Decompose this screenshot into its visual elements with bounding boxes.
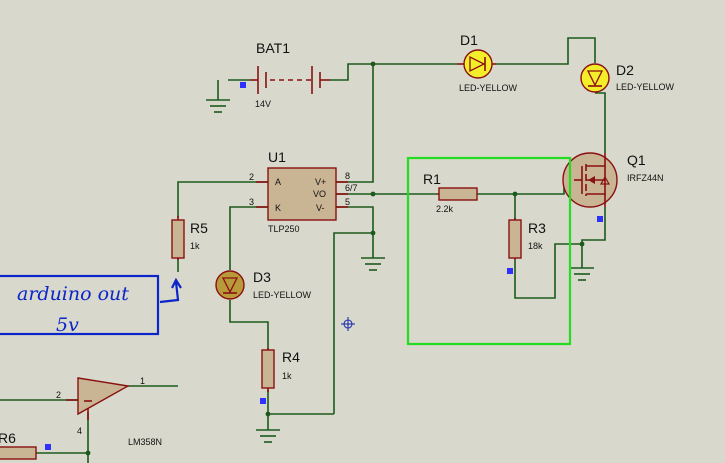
- u1-pin-vplus: V+: [315, 177, 326, 187]
- marker-square: [507, 268, 513, 274]
- d1-ref: D1: [460, 32, 478, 48]
- r6-ref: R6: [0, 430, 16, 446]
- d3-value: LED-YELLOW: [253, 290, 312, 300]
- ground-symbol: [361, 257, 385, 271]
- u1-pin-vminus: V-: [316, 203, 325, 213]
- resistor-r3[interactable]: [508, 218, 522, 260]
- r4-value: 1k: [282, 371, 292, 381]
- resistor-r1[interactable]: [437, 187, 478, 201]
- u1-pin-number-3: 3: [249, 197, 254, 207]
- led-d3[interactable]: [215, 270, 245, 300]
- resistor-r4[interactable]: [261, 348, 275, 392]
- resistor-r6[interactable]: [0, 446, 37, 460]
- annotation-line2: 5v: [56, 314, 79, 336]
- r4-ref: R4: [282, 349, 300, 365]
- mosfet-q1[interactable]: [562, 152, 618, 208]
- optocoupler-u1[interactable]: [256, 167, 348, 221]
- u2-pin-number-4: 4: [77, 426, 82, 436]
- u1-pin-k: K: [275, 203, 281, 213]
- u1-pin-number-5: 5: [345, 197, 350, 207]
- u1-pin-number-8: 8: [345, 171, 350, 181]
- u1-pin-vo: VO: [313, 189, 326, 199]
- d1-value: LED-YELLOW: [459, 83, 518, 93]
- r3-value: 18k: [528, 241, 543, 251]
- r1-value: 2.2k: [436, 204, 454, 214]
- u1-ref: U1: [268, 149, 286, 165]
- u2-value: LM358N: [128, 437, 162, 447]
- crosshair-icon: [341, 317, 355, 331]
- arduino-annotation: [0, 274, 182, 336]
- u2-pin-number-2: 2: [56, 390, 61, 400]
- r1-ref: R1: [423, 171, 441, 187]
- led-d1[interactable]: [457, 49, 496, 79]
- ground-symbol: [570, 267, 594, 281]
- d2-ref: D2: [616, 62, 634, 78]
- marker-square: [45, 444, 51, 450]
- u1-pin-number-2: 2: [249, 172, 254, 182]
- d2-value: LED-YELLOW: [616, 82, 675, 92]
- r5-value: 1k: [190, 241, 200, 251]
- u1-pin-a: A: [275, 177, 281, 187]
- junction-dots: [85, 61, 585, 456]
- marker-square: [597, 216, 603, 222]
- bat1-value: 14V: [255, 99, 271, 109]
- ground-symbol: [206, 99, 230, 113]
- marker-square: [240, 82, 246, 88]
- q1-ref: Q1: [627, 152, 646, 168]
- opamp-lm358[interactable]: [66, 377, 131, 420]
- resistor-r5[interactable]: [171, 216, 185, 260]
- u1-pin-number-67: 6/7: [345, 183, 358, 193]
- highlight-box: [406, 156, 572, 346]
- u2-pin-number-1: 1: [140, 376, 145, 386]
- r3-ref: R3: [528, 220, 546, 236]
- d3-ref: D3: [253, 269, 271, 285]
- bat1-ref: BAT1: [256, 40, 290, 56]
- led-d2[interactable]: [580, 63, 610, 93]
- ground-symbol: [256, 429, 280, 443]
- battery-bat1[interactable]: [250, 66, 330, 94]
- r5-ref: R5: [190, 220, 208, 236]
- marker-square: [260, 398, 266, 404]
- u1-value: TLP250: [268, 224, 300, 234]
- annotation-line1: arduino out: [17, 283, 129, 305]
- q1-value: IRFZ44N: [627, 173, 664, 183]
- wires: [0, 37, 606, 463]
